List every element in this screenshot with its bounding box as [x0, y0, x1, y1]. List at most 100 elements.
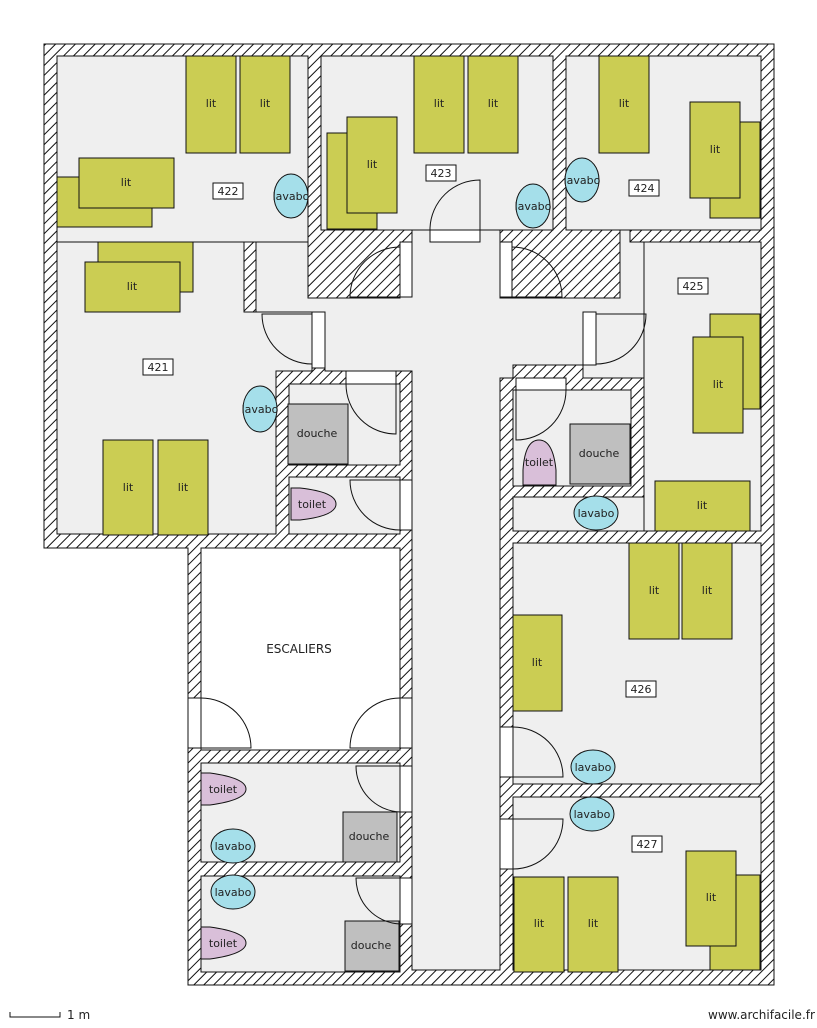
- door: [399, 877, 413, 925]
- door-swing: [355, 877, 401, 925]
- bed-label: lit: [121, 176, 132, 189]
- door-swing: [345, 383, 397, 435]
- bed: [78, 157, 175, 209]
- bed: [185, 55, 237, 154]
- bed-labels: lit lit lit lit lit lit lit lit lit lit …: [121, 97, 724, 930]
- door: [582, 311, 597, 366]
- bed-label: lit: [710, 143, 721, 156]
- sink: [569, 796, 615, 832]
- sink-label: lavabo: [564, 174, 601, 187]
- bed-label: lit: [713, 378, 724, 391]
- sink-label: lavabo: [574, 808, 611, 821]
- door: [399, 479, 413, 531]
- sink: [515, 183, 551, 229]
- door: [345, 370, 397, 385]
- toilet-label: toilet: [298, 498, 327, 511]
- bed-label: lit: [588, 917, 599, 930]
- door-swing: [515, 389, 567, 441]
- bed: [467, 55, 519, 154]
- door: [399, 241, 413, 298]
- shower-label: douche: [579, 447, 620, 460]
- door: [499, 726, 514, 778]
- bed: [567, 876, 619, 973]
- toilet: [522, 439, 557, 486]
- door-swing: [349, 479, 401, 531]
- door-swing: [429, 179, 481, 230]
- toilet-labels: toilet toilet toilet toilet: [209, 456, 554, 950]
- door: [499, 241, 513, 298]
- toilet: [290, 487, 337, 521]
- bed: [681, 542, 733, 640]
- room-number-424: 424: [634, 182, 655, 195]
- toilets: [200, 439, 557, 960]
- bed: [84, 261, 181, 313]
- sink: [570, 749, 616, 785]
- toilet: [200, 926, 247, 960]
- door-swing: [349, 246, 401, 298]
- shower: [342, 811, 398, 863]
- bed: [685, 850, 737, 947]
- bed-label: lit: [367, 158, 378, 171]
- beds: [56, 55, 761, 973]
- bed-label: lit: [532, 656, 543, 669]
- room-425-floor: [512, 241, 762, 532]
- door: [429, 229, 481, 243]
- sink-label: lavabo: [578, 507, 615, 520]
- door: [187, 697, 202, 749]
- sink: [210, 874, 256, 910]
- sink-label: lavabo: [242, 403, 279, 416]
- bed-label: lit: [706, 891, 717, 904]
- door-swing: [200, 697, 252, 749]
- shower-labels: douche douche douche douche: [297, 427, 620, 952]
- bed-label: lit: [260, 97, 271, 110]
- door-swing: [261, 313, 313, 365]
- doors: [187, 179, 647, 925]
- bed-label: lit: [697, 499, 708, 512]
- door-swing: [512, 726, 564, 778]
- bed: [692, 336, 744, 434]
- sink: [242, 385, 278, 433]
- stairs-label: ESCALIERS: [266, 642, 332, 656]
- room-number-423: 423: [431, 167, 452, 180]
- sink: [273, 173, 309, 219]
- shower-label: douche: [349, 830, 390, 843]
- bed: [413, 55, 465, 154]
- bed-label: lit: [534, 917, 545, 930]
- bed: [346, 116, 398, 214]
- door: [499, 818, 514, 870]
- sinks: [210, 157, 619, 910]
- door: [399, 765, 413, 813]
- shower: [287, 403, 349, 465]
- sink-label: lavabo: [215, 886, 252, 899]
- bed-label: lit: [619, 97, 630, 110]
- toilet-label: toilet: [525, 456, 554, 469]
- showers: [287, 403, 631, 972]
- sink: [573, 495, 619, 531]
- toilet-label: toilet: [209, 937, 238, 950]
- sink: [210, 828, 256, 864]
- bed: [102, 439, 154, 536]
- room-number-422: 422: [218, 185, 239, 198]
- bed-label: lit: [702, 584, 713, 597]
- door: [311, 311, 326, 369]
- door-swing: [349, 697, 401, 749]
- room-number-427: 427: [637, 838, 658, 851]
- bed-label: lit: [434, 97, 445, 110]
- door-swing: [511, 246, 563, 298]
- sink: [564, 157, 600, 203]
- door-swing: [595, 313, 647, 365]
- bed: [513, 876, 565, 973]
- stairs-room: [200, 547, 401, 751]
- door-swing: [355, 765, 401, 813]
- room-number-426: 426: [631, 683, 652, 696]
- sink-label: lavabo: [273, 190, 310, 203]
- toilet: [200, 772, 247, 806]
- shower: [569, 423, 631, 485]
- sink-labels: lavabo lavabo lavabo lavabo lavabo lavab…: [215, 174, 615, 899]
- room-number-421: 421: [148, 361, 169, 374]
- bed-label: lit: [488, 97, 499, 110]
- room-number-425: 425: [683, 280, 704, 293]
- shower-label: douche: [351, 939, 392, 952]
- door: [515, 377, 567, 391]
- sink-label: lavabo: [215, 840, 252, 853]
